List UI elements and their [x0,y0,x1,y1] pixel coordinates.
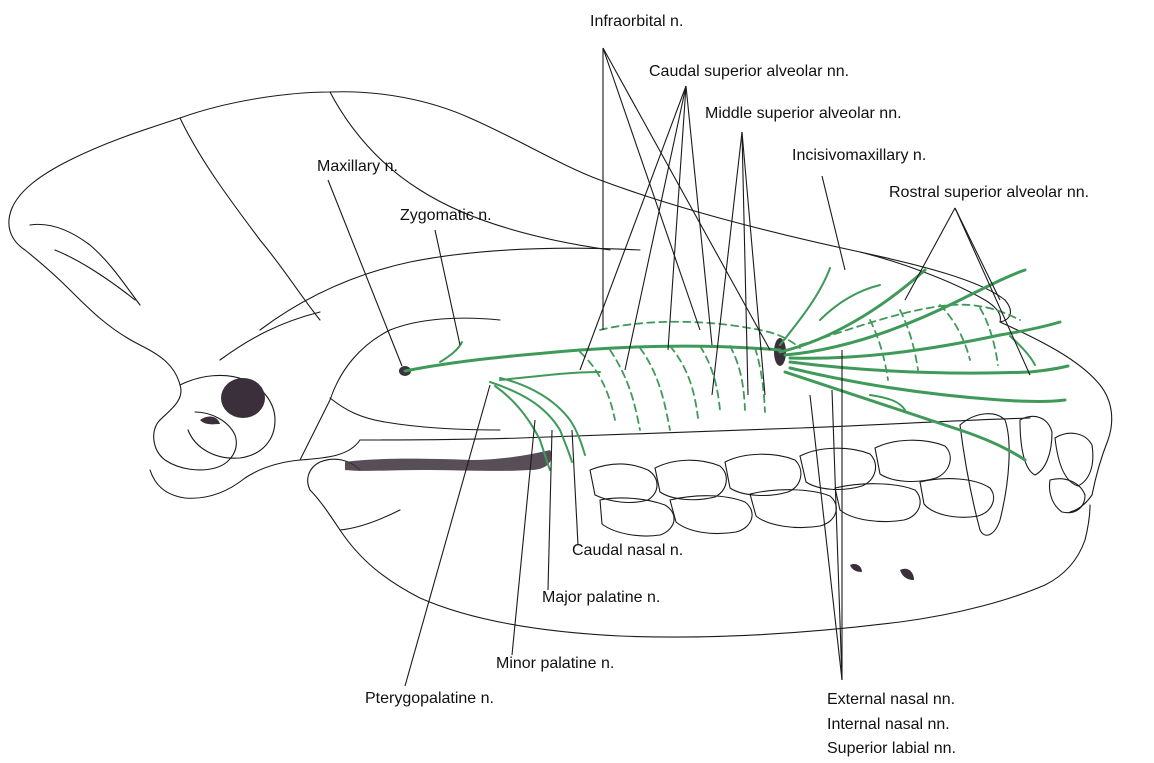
label-rostral-superior-alveolar-nn: Rostral superior alveolar nn. [889,185,1089,201]
label-external-nasal-nn: External nasal nn. [827,692,955,708]
label-infraorbital-n: Infraorbital n. [590,14,683,30]
label-maxillary-n: Maxillary n. [317,159,398,175]
label-major-palatine-n: Major palatine n. [542,590,660,606]
label-zygomatic-n: Zygomatic n. [400,208,492,224]
label-incisivomaxillary-n: Incisivomaxillary n. [792,148,926,164]
label-pterygopalatine-n: Pterygopalatine n. [365,691,494,707]
label-caudal-nasal-n: Caudal nasal n. [572,543,683,559]
orbit-foramen [221,378,265,418]
skull-outline [9,92,1112,637]
zygomatic-nerve [440,342,462,362]
label-middle-superior-alveolar-nn: Middle superior alveolar nn. [705,106,902,122]
label-caudal-superior-alveolar-nn: Caudal superior alveolar nn. [649,64,849,80]
maxillary-nerve-trunk [405,346,780,371]
label-internal-nasal-nn: Internal nasal nn. [827,717,950,733]
nerve-paths [405,268,1068,470]
label-minor-palatine-n: Minor palatine n. [496,656,614,672]
label-superior-labial-nn: Superior labial nn. [827,741,956,757]
